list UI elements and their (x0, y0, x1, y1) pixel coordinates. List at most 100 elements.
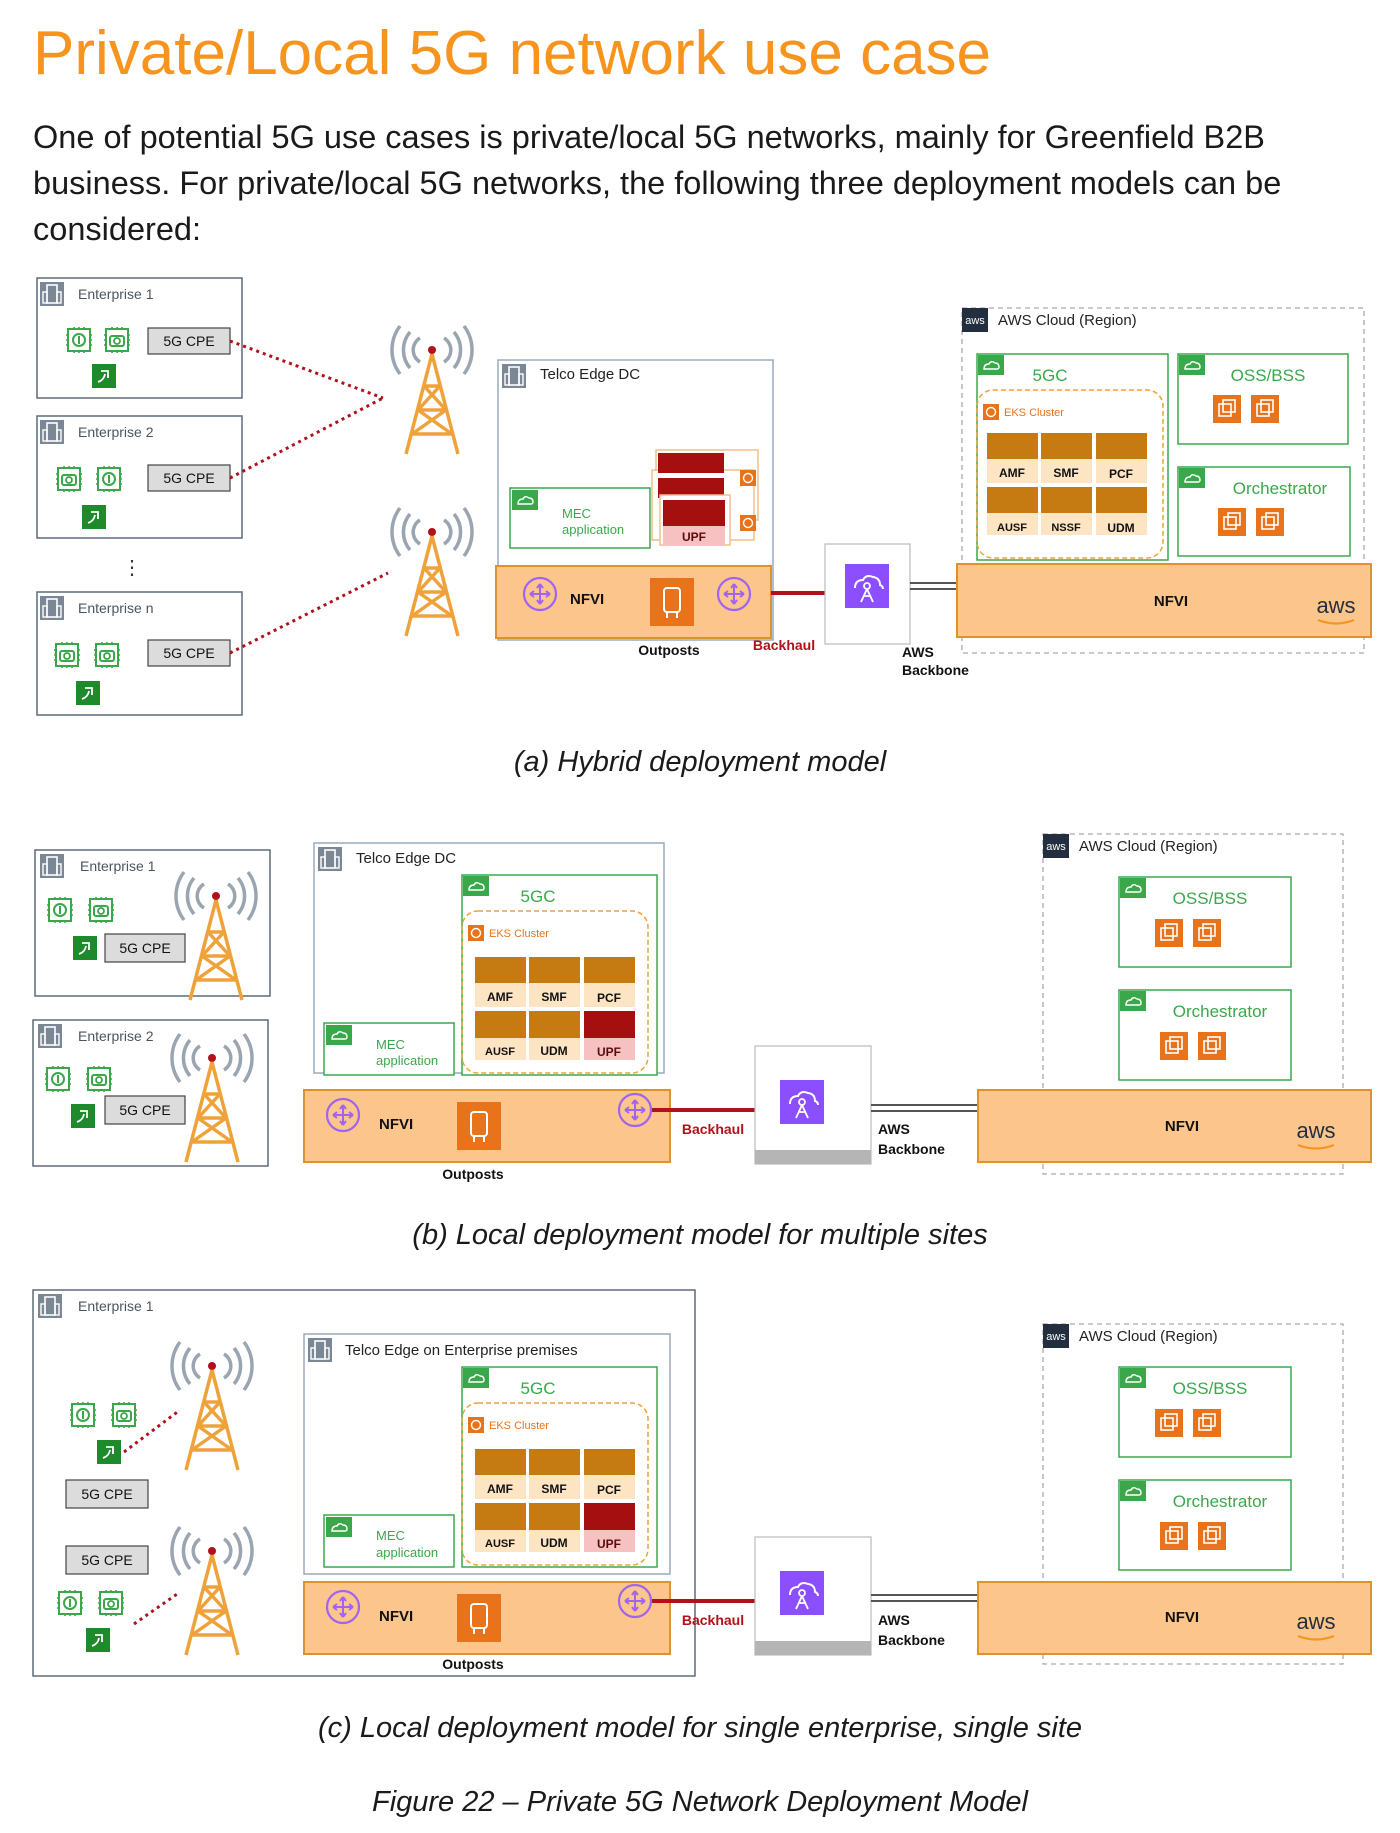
enterprise-label: Enterprise n (78, 600, 153, 616)
nf-pcf: PCF (1109, 467, 1133, 481)
building-icon (37, 1293, 63, 1319)
cpe-box (104, 933, 186, 963)
nf-smf: SMF (541, 1482, 566, 1496)
nfvi-label: NFVI (379, 1608, 413, 1625)
cpe-box (65, 1479, 149, 1509)
nf-smf: SMF (1053, 466, 1078, 480)
intro-paragraph: One of potential 5G use cases is private… (33, 119, 1282, 247)
outposts-label: Outposts (638, 642, 700, 658)
outposts-icon (456, 1593, 502, 1643)
enterprise-label: Enterprise 1 (78, 286, 154, 302)
oss-bss-label: OSS/BSS (1231, 366, 1306, 385)
building-icon (501, 363, 527, 389)
building-icon (39, 419, 65, 445)
eks-icon (467, 924, 485, 942)
telco-edge-premises-label: Telco Edge on Enterprise premises (345, 1342, 578, 1359)
nf-udm: UDM (540, 1044, 567, 1058)
cpe-box (65, 1545, 149, 1575)
nfvi-label: NFVI (570, 591, 604, 608)
aws-backbone-label: AWS (878, 1121, 910, 1137)
mec-label: MEC (376, 1528, 405, 1543)
cloud-badge-icon (325, 1516, 353, 1538)
mec-label: MEC (376, 1037, 405, 1052)
instance-icon (1154, 1408, 1184, 1438)
nf-amf: AMF (487, 1482, 513, 1496)
fivegc-label: 5GC (1033, 366, 1068, 385)
aws-backbone-label: AWS (878, 1612, 910, 1628)
aws-backbone-label: Backbone (902, 662, 969, 678)
building-icon (37, 1023, 63, 1049)
telco-edge-dc-label: Telco Edge DC (356, 850, 456, 867)
backhaul-label: Backhaul (682, 1121, 744, 1137)
cpe-label: 5G CPE (119, 940, 170, 956)
orchestrator-label: Orchestrator (1173, 1002, 1268, 1021)
eks-icon (739, 469, 757, 487)
instance-icon (1159, 1031, 1189, 1061)
cloud-badge-icon (325, 1024, 353, 1046)
aws-cloud-label: AWS Cloud (Region) (1079, 838, 1218, 855)
cpe-label: 5G CPE (163, 333, 214, 349)
eks-label: EKS Cluster (489, 1420, 549, 1432)
backhaul-label: Backhaul (753, 637, 815, 653)
caption-b: (b) Local deployment model for multiple … (412, 1219, 988, 1251)
eks-icon (467, 1416, 485, 1434)
fivegc-label: 5GC (521, 887, 556, 906)
eks-icon (739, 514, 757, 532)
mec-label: application (376, 1545, 438, 1560)
eks-label: EKS Cluster (1004, 407, 1064, 419)
instance-icon (1250, 394, 1280, 424)
cloud-badge-icon (977, 354, 1005, 376)
cpe-box (147, 464, 231, 492)
nf-smf: SMF (541, 990, 566, 1004)
nf-pcf: PCF (597, 991, 621, 1005)
nfvi-label: NFVI (1165, 1118, 1199, 1135)
cpe-label: 5G CPE (163, 470, 214, 486)
orchestrator-label: Orchestrator (1173, 1492, 1268, 1511)
cloud-badge-icon (1178, 354, 1206, 376)
caption-a: (a) Hybrid deployment model (513, 746, 887, 778)
outposts-icon (456, 1101, 502, 1151)
backhaul-label: Backhaul (682, 1612, 744, 1628)
cpe-label: 5G CPE (163, 645, 214, 661)
cloud-badge-icon (1178, 467, 1206, 489)
oss-bss-label: OSS/BSS (1173, 1379, 1248, 1398)
eks-label: EKS Cluster (489, 928, 549, 940)
device-icon (70, 1103, 96, 1129)
cloud-badge-icon (462, 1367, 490, 1389)
aws-badge-icon: aws (965, 315, 985, 327)
upf-label: UPF (682, 530, 706, 544)
nf-amf: AMF (487, 990, 513, 1004)
aws-backbone-icon (779, 1570, 825, 1616)
cpe-box (147, 639, 231, 667)
cloud-badge-icon (1119, 990, 1147, 1012)
eks-icon (982, 403, 1000, 421)
nf-nssf: NSSF (1051, 522, 1081, 534)
aws-backbone-icon (779, 1079, 825, 1125)
instance-icon (1212, 394, 1242, 424)
upf-label: UPF (597, 1537, 621, 1551)
building-icon (39, 853, 65, 879)
cloud-badge-icon (511, 489, 539, 511)
instance-icon (1197, 1031, 1227, 1061)
oss-bss-label: OSS/BSS (1173, 889, 1248, 908)
caption-c: (c) Local deployment model for single en… (317, 1712, 1083, 1744)
cpe-label: 5G CPE (81, 1486, 132, 1502)
cloud-badge-icon (1119, 1480, 1147, 1502)
diagram-a-hybrid: Enterprise 1 5G CPE Enterprise 2 5G CPE … (36, 277, 1372, 716)
mec-box (509, 487, 651, 549)
outposts-label: Outposts (442, 1656, 504, 1672)
device-icon (75, 680, 101, 706)
device-icon (72, 935, 98, 961)
telco-edge-dc-label: Telco Edge DC (540, 366, 640, 383)
device-icon (91, 363, 117, 389)
orchestrator-label: Orchestrator (1233, 479, 1328, 498)
cloud-badge-icon (1119, 1367, 1147, 1389)
nfvi-label: NFVI (379, 1116, 413, 1133)
aws-cloud-label: AWS Cloud (Region) (1079, 1328, 1218, 1345)
aws-backbone-label: Backbone (878, 1632, 945, 1648)
diagram-c-single-site: Enterprise 1 5G CPE 5G CPE Telco Edge on… (32, 1289, 1372, 1677)
aws-badge-icon: aws (1046, 1331, 1066, 1343)
device-icon (85, 1627, 111, 1653)
upf-label: UPF (597, 1045, 621, 1059)
instance-icon (1217, 507, 1247, 537)
